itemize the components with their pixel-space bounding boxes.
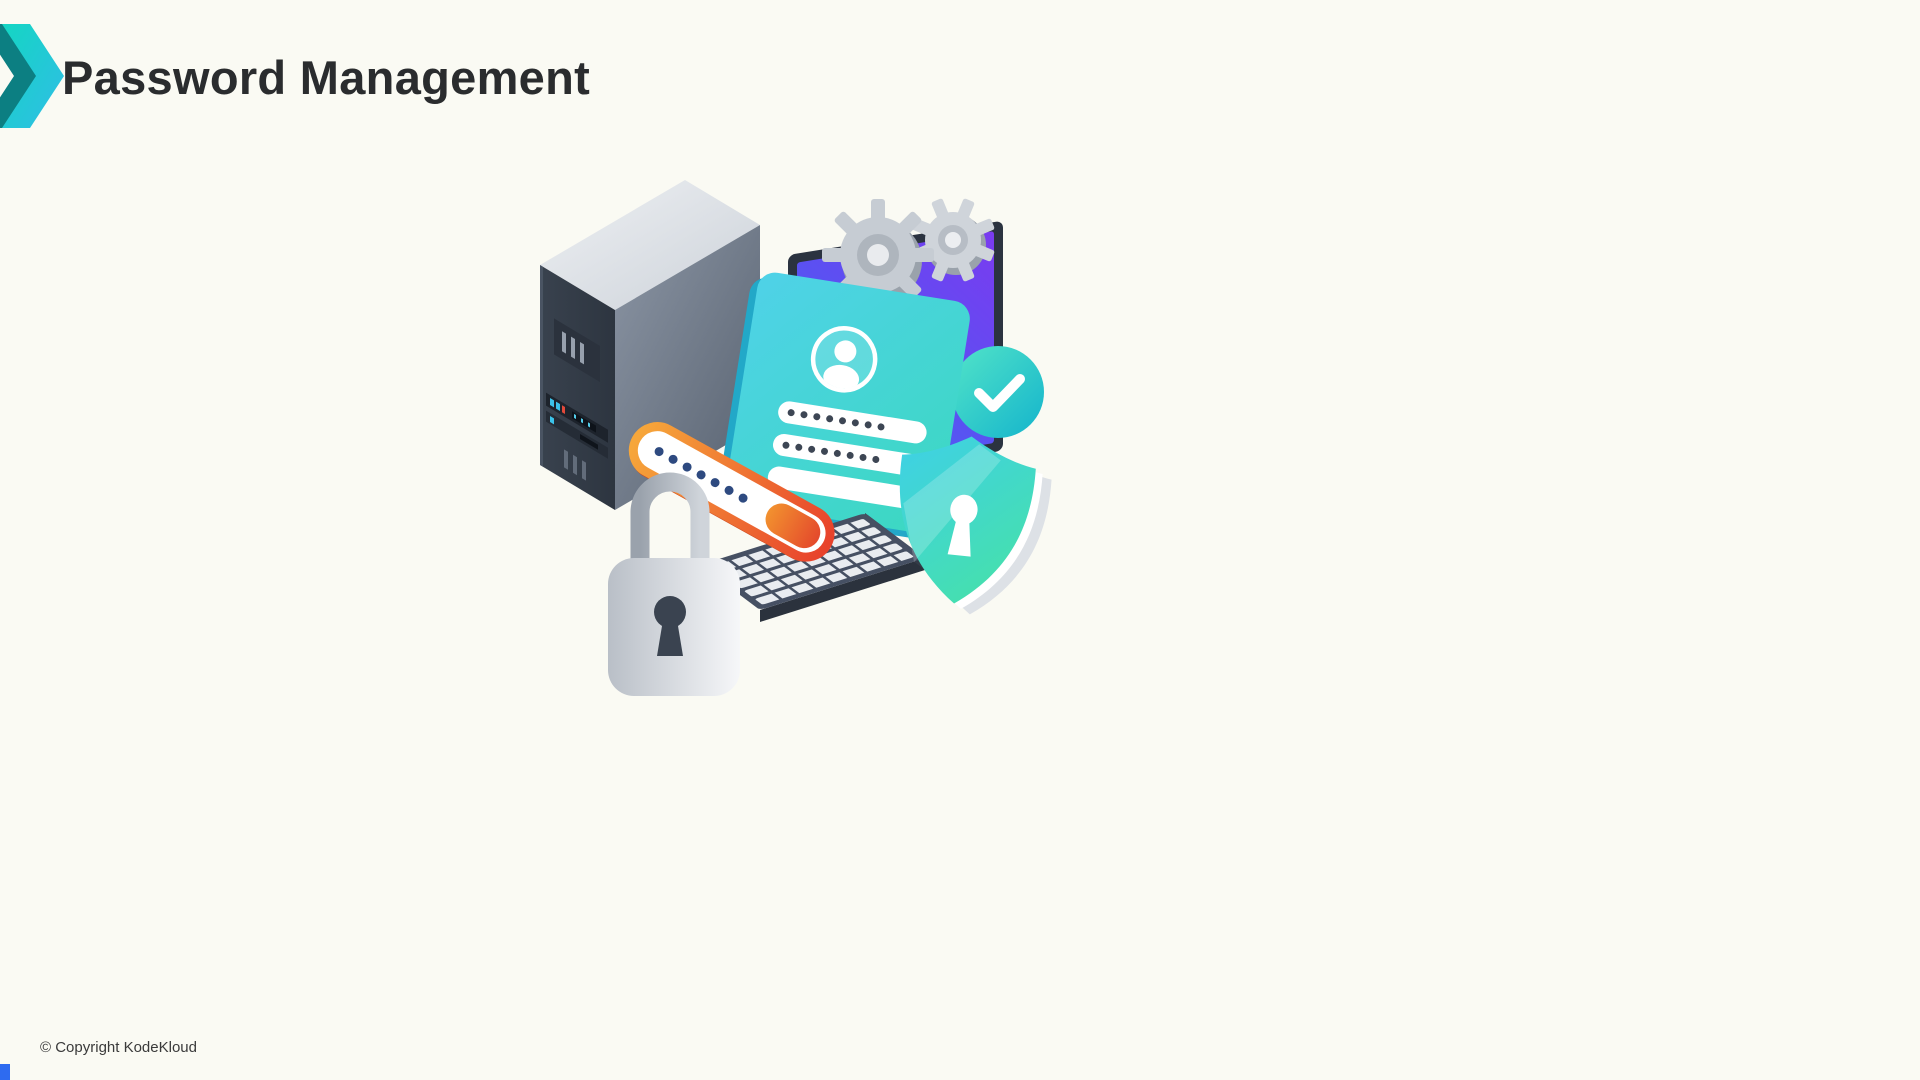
check-badge-icon: [952, 346, 1044, 438]
gear-small-icon: [911, 198, 995, 282]
chevron-shadow-shape: [0, 24, 42, 128]
kodekloud-chevron-icon: [0, 24, 64, 128]
corner-accent: [0, 1064, 10, 1080]
gears-icon: [822, 198, 995, 311]
check-icon: [974, 374, 1025, 412]
user-avatar-icon: [810, 326, 878, 393]
strength-fill: [765, 503, 821, 549]
masked-password-dots: [654, 447, 748, 503]
password-strength-bar-icon: [628, 422, 835, 562]
password-management-illustration: [540, 180, 1052, 696]
password-field-row: [772, 433, 922, 476]
chevron-shape: [2, 24, 64, 128]
keyhole-icon: [947, 494, 978, 557]
empty-field-row: [767, 466, 917, 509]
page-title: Password Management: [62, 51, 591, 104]
gear-large-icon: [822, 199, 934, 311]
keyhole-icon: [654, 596, 686, 656]
shackle: [630, 472, 710, 565]
password-field-row: [778, 401, 927, 444]
copyright-text: © Copyright KodeKloud: [40, 1039, 197, 1056]
padlock-icon: [608, 472, 740, 696]
security-shield-icon: [899, 436, 1052, 615]
